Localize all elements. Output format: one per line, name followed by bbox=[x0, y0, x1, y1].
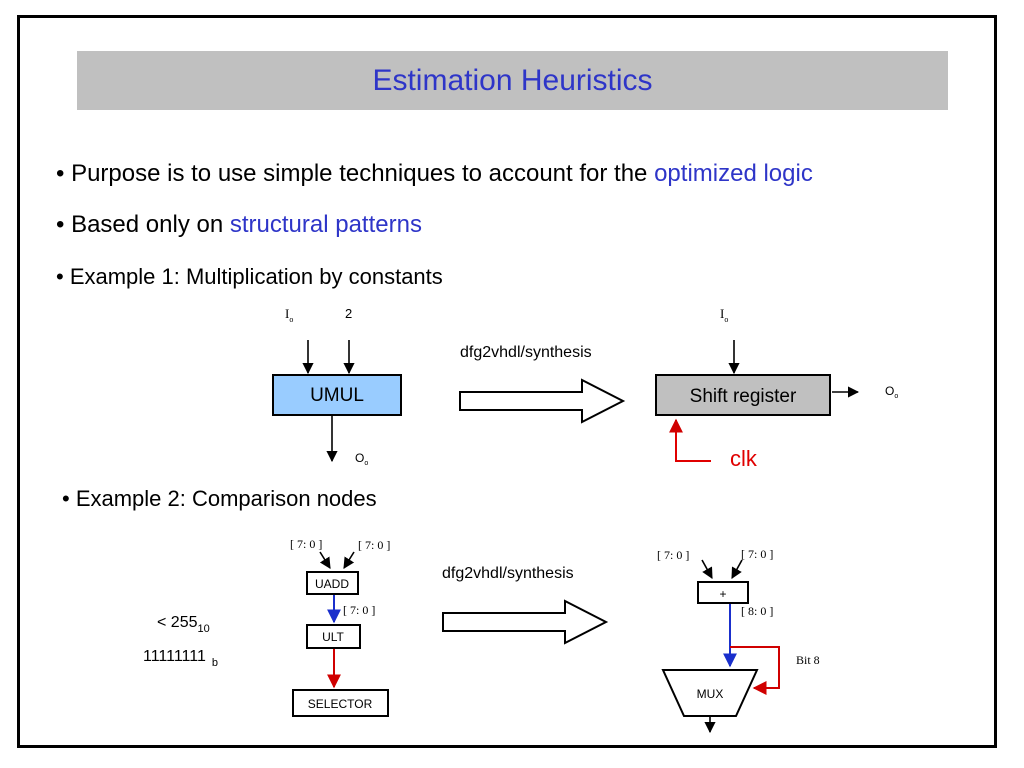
shift-register-label: Shift register bbox=[690, 386, 797, 407]
adder-input-a-arrow bbox=[701, 559, 713, 579]
bullet-structural-text: • Based only on bbox=[56, 211, 230, 238]
shift-output-label: Oo bbox=[885, 384, 898, 400]
bullet-purpose: • Purpose is to use simple techniques to… bbox=[56, 160, 813, 188]
example2-left: [ 7: 0 ] [ 7: 0 ] UADD [ 7: 0 ] ULT SELE… bbox=[143, 537, 390, 717]
example2-transform-arrow bbox=[442, 599, 609, 645]
mux-block bbox=[661, 669, 759, 717]
bullet-example-2: • Example 2: Comparison nodes bbox=[62, 486, 377, 511]
uadd-block bbox=[306, 571, 359, 595]
uadd-label: UADD bbox=[315, 577, 349, 591]
bullet-structural-highlight: structural patterns bbox=[229, 211, 422, 238]
umul-input-a-label: Io bbox=[285, 306, 293, 324]
bullet-purpose-text: • Purpose is to use simple techniques to… bbox=[56, 160, 655, 187]
selector-label: SELECTOR bbox=[308, 697, 373, 711]
slide-title: Estimation Heuristics bbox=[372, 64, 653, 97]
umul-input-b-label: 2 bbox=[345, 306, 352, 321]
shift-register-block bbox=[655, 374, 831, 416]
ult-block bbox=[306, 624, 361, 649]
bit8-select-wire bbox=[730, 646, 780, 695]
uadd-input-b-arrow bbox=[343, 551, 355, 569]
bullet-purpose-highlight: optimized logic bbox=[654, 160, 813, 187]
uadd-input-b-label: [ 7: 0 ] bbox=[358, 538, 390, 552]
example1-transform-label: dfg2vhdl/synthesis bbox=[460, 344, 592, 361]
uadd-ult-bus-label: [ 7: 0 ] bbox=[343, 603, 375, 617]
adder-input-b-arrow bbox=[731, 559, 743, 579]
mux-label: MUX bbox=[697, 687, 724, 701]
example2-transform-label: dfg2vhdl/synthesis bbox=[442, 565, 574, 582]
example1-transform-arrow bbox=[459, 378, 626, 424]
adder-input-b-label: [ 7: 0 ] bbox=[741, 547, 773, 561]
constant-decimal: < 25510 bbox=[157, 614, 210, 635]
adder-mux-bus-label: [ 8: 0 ] bbox=[741, 604, 773, 618]
clk-label: clk bbox=[730, 446, 758, 471]
adder-label: + bbox=[719, 587, 726, 601]
title-bar: Estimation Heuristics bbox=[77, 51, 948, 110]
example2-transform: dfg2vhdl/synthesis bbox=[442, 565, 609, 645]
selector-block bbox=[292, 689, 389, 717]
uadd-input-a-label: [ 7: 0 ] bbox=[290, 537, 322, 551]
example1-right: Io Shift register Oo clk bbox=[655, 306, 898, 471]
example1-left: Io 2 UMUL Oo bbox=[272, 306, 402, 467]
bullet-example-1: • Example 1: Multiplication by constants bbox=[56, 264, 443, 289]
adder-input-a-label: [ 7: 0 ] bbox=[657, 548, 689, 562]
bullet-structural: • Based only on structural patterns bbox=[56, 211, 422, 239]
example1-transform: dfg2vhdl/synthesis bbox=[459, 344, 626, 424]
example2-right: [ 7: 0 ] [ 7: 0 ] + [ 8: 0 ] Bit 8 MUX bbox=[657, 547, 820, 734]
shift-input-label: Io bbox=[720, 306, 728, 324]
umul-label: UMUL bbox=[310, 385, 364, 406]
uadd-input-a-arrow bbox=[319, 551, 331, 569]
umul-output-label: Oo bbox=[355, 451, 368, 467]
umul-block bbox=[272, 374, 402, 416]
ult-label: ULT bbox=[322, 630, 344, 644]
slide-frame bbox=[17, 15, 997, 748]
bit8-label: Bit 8 bbox=[796, 653, 820, 667]
adder-block bbox=[697, 581, 749, 604]
clk-arrow bbox=[669, 418, 711, 462]
